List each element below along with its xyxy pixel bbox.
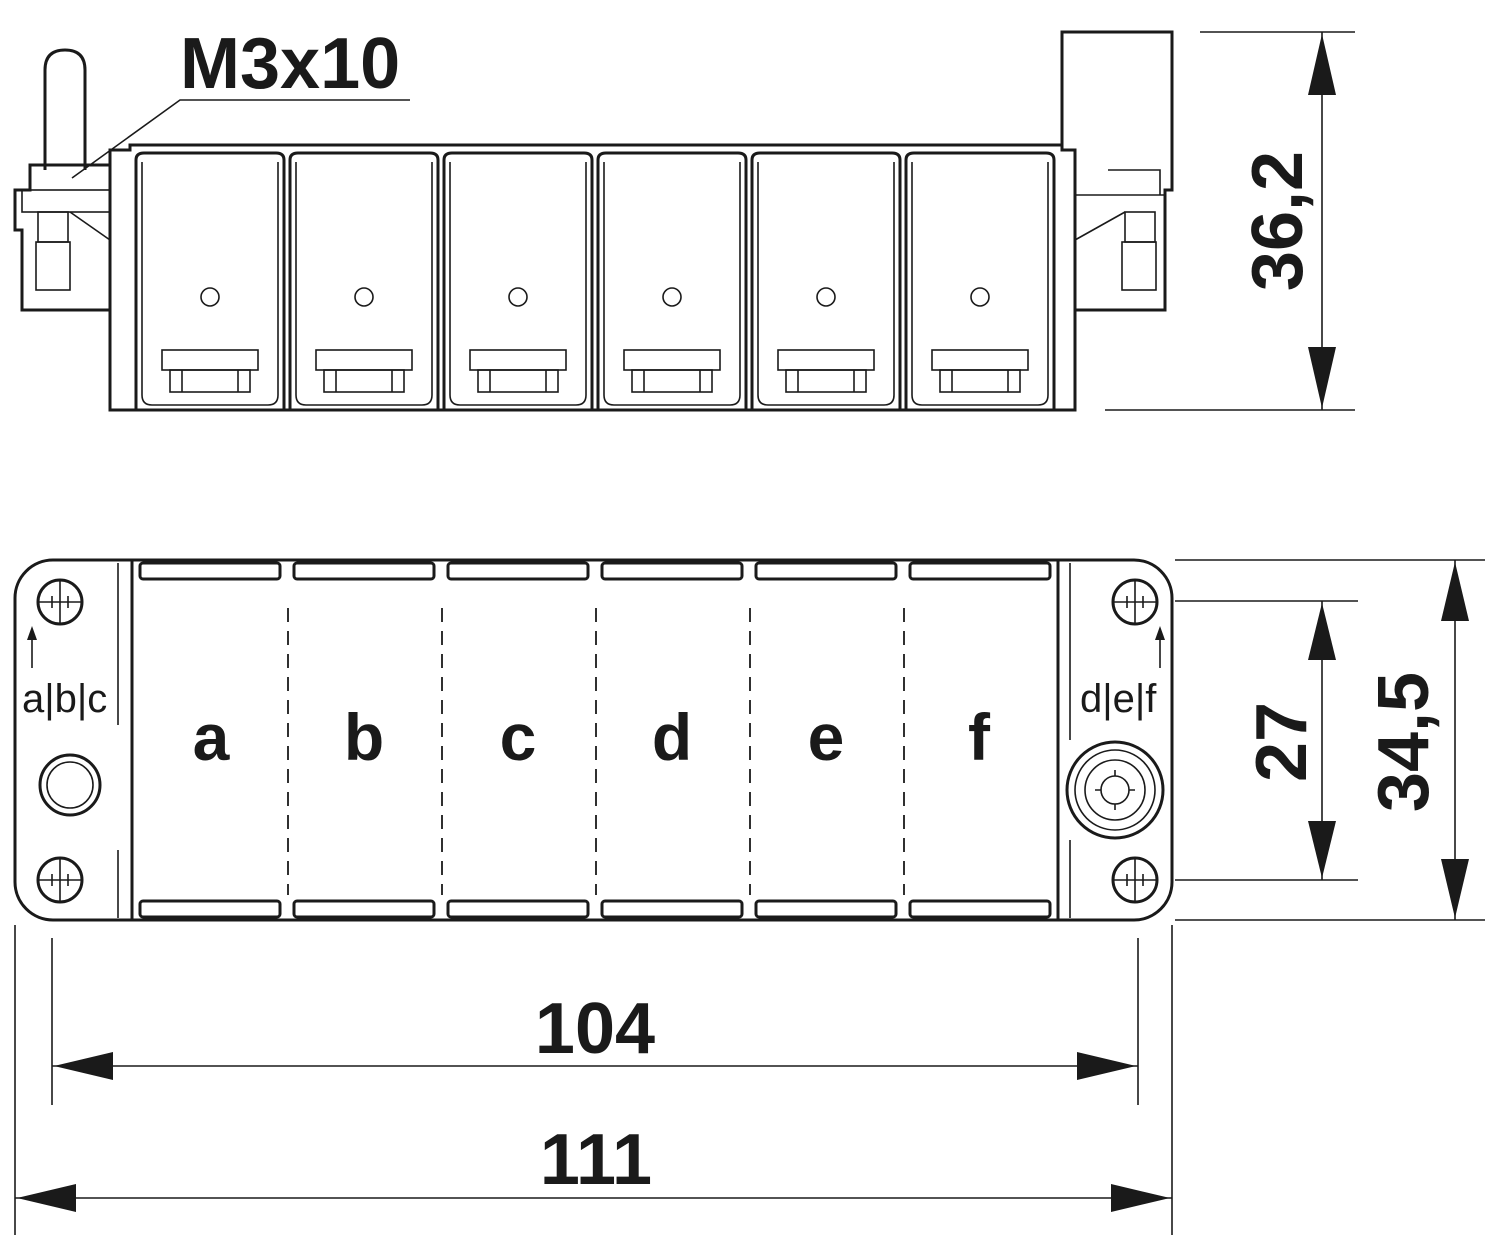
screw-label: M3x10 bbox=[180, 24, 400, 104]
side-module-5 bbox=[750, 151, 902, 412]
bottom-rail-3 bbox=[446, 899, 590, 919]
top-rail-6 bbox=[908, 561, 1052, 581]
top-modules bbox=[138, 561, 1052, 919]
side-view: M3x10 36,2 bbox=[13, 24, 1355, 412]
screw-top-right bbox=[1111, 578, 1159, 626]
side-module-2 bbox=[288, 151, 440, 412]
inner-height-dimension: 27 bbox=[1242, 702, 1322, 782]
bottom-rail-5 bbox=[754, 899, 898, 919]
right-flange bbox=[1060, 30, 1174, 312]
side-module-6 bbox=[904, 151, 1056, 412]
right-group-label: d|e|f bbox=[1080, 677, 1157, 721]
top-rail-3 bbox=[446, 561, 590, 581]
slot-label-d: d bbox=[652, 700, 692, 774]
left-group-label: a|b|c bbox=[22, 677, 107, 721]
slot-label-a: a bbox=[193, 700, 231, 774]
bottom-rail-2 bbox=[292, 899, 436, 919]
outer-width-dimension: 111 bbox=[540, 1120, 652, 1200]
screw-leader bbox=[71, 99, 410, 179]
screw-bottom-right bbox=[1111, 856, 1159, 904]
side-module-3 bbox=[442, 151, 594, 412]
side-module-4 bbox=[596, 151, 748, 412]
top-rail-5 bbox=[754, 561, 898, 581]
right-gland bbox=[1065, 740, 1165, 840]
top-rail-1 bbox=[138, 561, 282, 581]
top-rail-2 bbox=[292, 561, 436, 581]
screw-bottom-left bbox=[36, 856, 84, 904]
bottom-rail-1 bbox=[138, 899, 282, 919]
top-view: a|b|c d|e|f a b c d e f 27 34,5 104 bbox=[13, 558, 1485, 1235]
bottom-rail-6 bbox=[908, 899, 1052, 919]
left-plug-hole bbox=[38, 753, 102, 817]
frame-outline bbox=[13, 558, 1174, 922]
bottom-rail-4 bbox=[600, 899, 744, 919]
housing-body bbox=[108, 143, 1077, 412]
outer-height-dimension: 34,5 bbox=[1364, 672, 1444, 812]
inner-width-dimension: 104 bbox=[535, 989, 655, 1069]
slot-label-b: b bbox=[344, 700, 384, 774]
left-flange bbox=[13, 163, 112, 312]
slot-label-e: e bbox=[808, 700, 845, 774]
slot-label-c: c bbox=[500, 700, 537, 774]
side-modules bbox=[134, 151, 1056, 412]
screw-top-left bbox=[36, 578, 84, 626]
height-dimension: 36,2 bbox=[1238, 151, 1318, 291]
screw-pin bbox=[43, 48, 87, 170]
top-rail-4 bbox=[600, 561, 744, 581]
side-module-1 bbox=[134, 151, 286, 412]
slot-label-f: f bbox=[968, 700, 991, 774]
